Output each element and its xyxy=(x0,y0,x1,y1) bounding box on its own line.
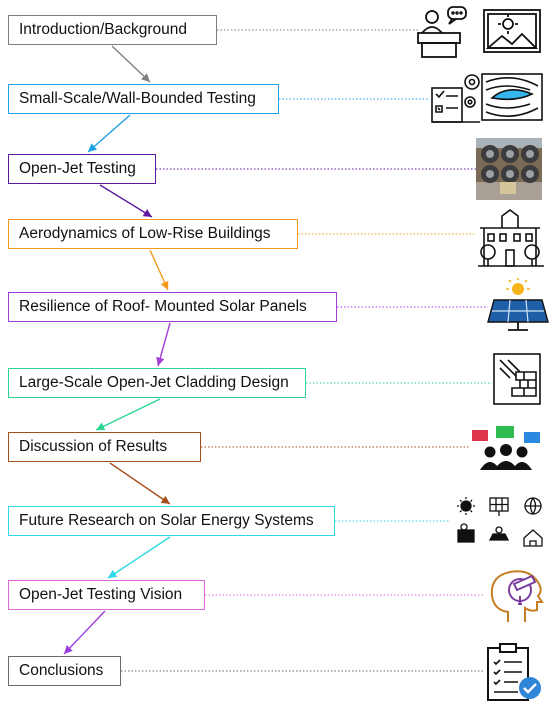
step-label: Open-Jet Testing xyxy=(19,160,136,177)
step-small-scale-testing: Small-Scale/Wall-Bounded Testing xyxy=(8,84,279,114)
fan-array-photo-icon xyxy=(476,138,542,200)
solar-energy-grid-icon xyxy=(457,497,543,547)
flow-arrow xyxy=(99,184,153,218)
step-solar-panel-resilience: Resilience of Roof- Mounted Solar Panels xyxy=(8,292,337,322)
flow-arrow xyxy=(107,536,171,579)
step-label: Aerodynamics of Low-Rise Buildings xyxy=(19,225,271,242)
step-discussion-of-results: Discussion of Results xyxy=(8,432,201,462)
flow-arrow xyxy=(87,114,131,153)
step-open-jet-testing: Open-Jet Testing xyxy=(8,154,156,184)
solar-panel-icon xyxy=(487,278,549,331)
flow-arrow xyxy=(111,45,151,83)
step-label: Future Research on Solar Energy Systems xyxy=(19,512,314,529)
step-introduction-background: Introduction/Background xyxy=(8,15,217,45)
step-conclusions: Conclusions xyxy=(8,656,121,686)
flow-arrow xyxy=(95,398,161,431)
testing-gears-icon xyxy=(431,74,480,123)
flow-arrow xyxy=(156,322,171,367)
discussion-group-icon xyxy=(472,426,540,470)
step-cladding-design: Large-Scale Open-Jet Cladding Design xyxy=(8,368,306,398)
step-future-research: Future Research on Solar Energy Systems xyxy=(8,506,335,536)
cladding-wall-icon xyxy=(493,353,541,405)
step-open-jet-vision: Open-Jet Testing Vision xyxy=(8,580,205,610)
low-rise-building-icon xyxy=(478,209,544,267)
landscape-icon xyxy=(483,9,541,53)
step-label: Large-Scale Open-Jet Cladding Design xyxy=(19,374,289,391)
step-label: Conclusions xyxy=(19,662,104,679)
step-label: Open-Jet Testing Vision xyxy=(19,586,183,603)
step-label: Introduction/Background xyxy=(19,21,188,38)
airflow-wing-icon xyxy=(481,73,543,121)
presenter-icon xyxy=(417,6,467,58)
step-label: Small-Scale/Wall-Bounded Testing xyxy=(19,90,256,107)
checklist-icon xyxy=(487,643,541,701)
step-low-rise-aerodynamics: Aerodynamics of Low-Rise Buildings xyxy=(8,219,298,249)
vision-head-icon xyxy=(490,570,544,622)
step-label: Resilience of Roof- Mounted Solar Panels xyxy=(19,298,307,315)
flow-arrow xyxy=(149,249,169,291)
flow-arrow xyxy=(63,610,106,655)
flow-arrow xyxy=(109,462,171,505)
step-label: Discussion of Results xyxy=(19,438,168,455)
